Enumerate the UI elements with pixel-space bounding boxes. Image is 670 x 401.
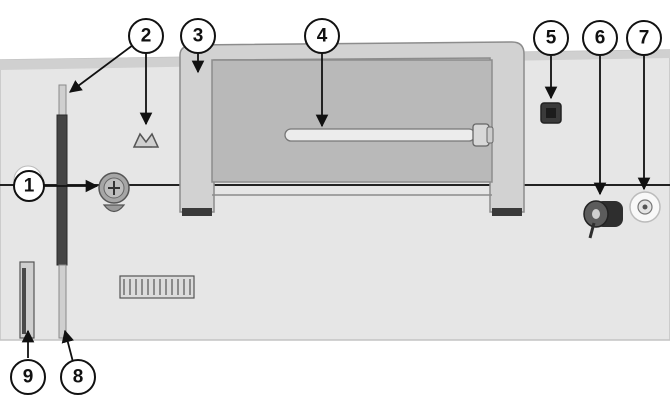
callout-circle xyxy=(10,359,46,395)
cover-right-foot xyxy=(492,208,522,216)
callout-circle xyxy=(304,18,340,54)
callout-number: 6 xyxy=(595,28,606,49)
cover-left-foot xyxy=(182,208,212,216)
vertical-bar-lower xyxy=(58,264,67,339)
callout-circle xyxy=(13,170,45,202)
callout-number: 8 xyxy=(73,367,84,388)
leader-line-8 xyxy=(61,329,74,363)
ruler-ticks xyxy=(123,279,191,295)
square-button-inset xyxy=(546,108,556,118)
dark-spool-hole xyxy=(592,209,600,219)
callout-number: 2 xyxy=(141,26,152,47)
callout-circle xyxy=(180,18,216,54)
callout-2: 2 xyxy=(128,18,164,54)
display-window xyxy=(211,59,493,183)
callout-3: 3 xyxy=(180,18,216,54)
thread-guide-clip xyxy=(132,132,160,148)
callout-circle xyxy=(60,359,96,395)
callout-5: 5 xyxy=(533,20,569,56)
slider-track xyxy=(284,128,476,142)
callout-7: 7 xyxy=(626,20,662,56)
callout-number: 3 xyxy=(193,26,204,47)
callout-circle xyxy=(582,20,618,56)
callout-circle xyxy=(626,20,662,56)
callout-4: 4 xyxy=(304,18,340,54)
callout-circle xyxy=(533,20,569,56)
vertical-bar-light xyxy=(58,84,67,116)
callout-number: 9 xyxy=(23,367,34,388)
callout-number: 1 xyxy=(24,176,35,197)
callout-number: 4 xyxy=(317,26,328,47)
callout-1: 1 xyxy=(13,170,45,202)
callout-circle xyxy=(128,18,164,54)
callout-number: 7 xyxy=(639,28,650,49)
white-reel-hub xyxy=(642,204,648,210)
callout-8: 8 xyxy=(60,359,96,395)
callout-number: 5 xyxy=(546,28,557,49)
vertical-bar-dark xyxy=(56,114,68,266)
callout-6: 6 xyxy=(582,20,618,56)
ruler-grille xyxy=(119,275,195,299)
leader-lines xyxy=(21,44,651,363)
small-bar-stripe xyxy=(22,268,26,334)
leader-line-2a xyxy=(68,44,134,93)
round-knob-base xyxy=(102,204,126,213)
callout-9: 9 xyxy=(10,359,46,395)
dark-spool-lever xyxy=(588,222,596,239)
slider-knob-cap xyxy=(486,126,494,144)
